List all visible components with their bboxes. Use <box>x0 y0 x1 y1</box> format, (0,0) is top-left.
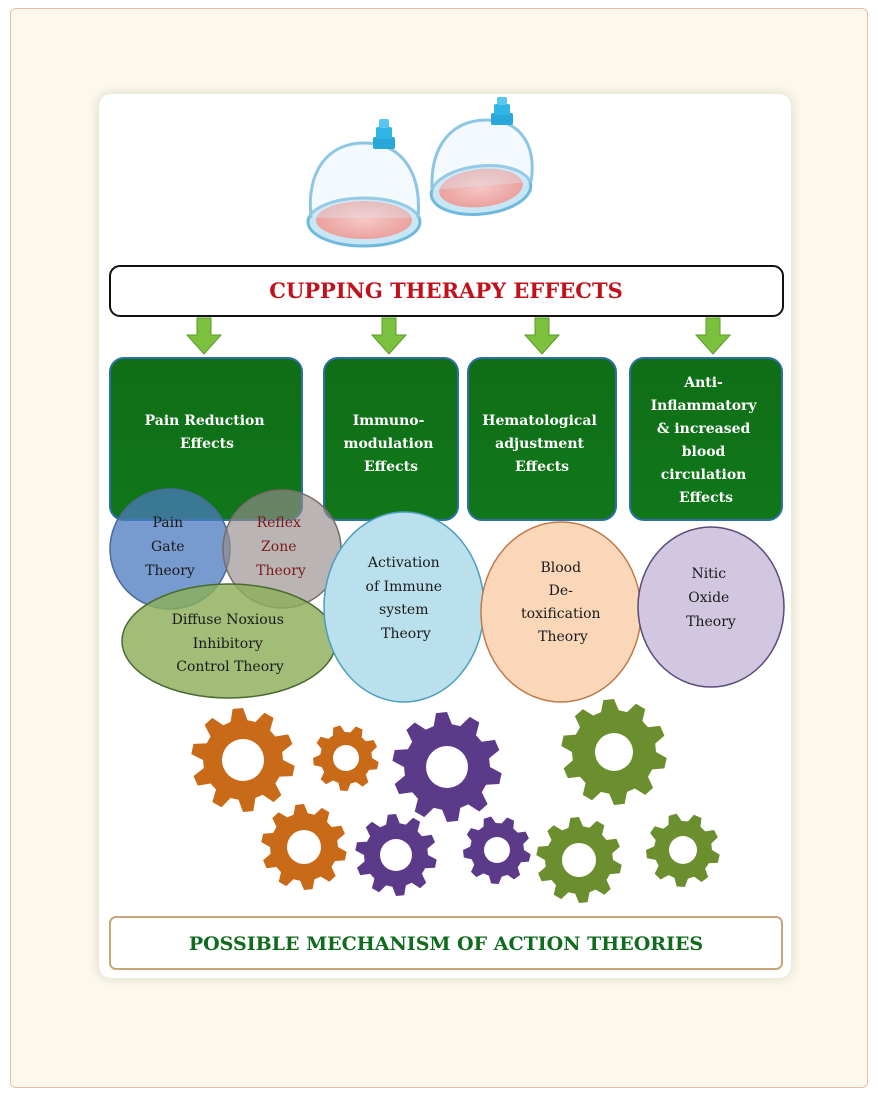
theory-label-pain-gate: Pain Gate Theory <box>145 515 195 579</box>
effect-label-anti-inflammatory: Anti- Inflammatory & increased blood cir… <box>651 375 762 506</box>
gear-hole <box>380 839 412 871</box>
gear-hole <box>333 745 359 771</box>
effect-boxes: Pain Reduction Effects Immuno- modulatio… <box>109 357 783 521</box>
title-box: CUPPING THERAPY EFFECTS <box>109 265 784 317</box>
theory-label-reflex-zone: Reflex Zone Theory <box>256 515 306 579</box>
cupping-cups-illustration <box>306 97 534 248</box>
gear-hole <box>484 837 510 863</box>
arrow-down-icon <box>370 317 408 355</box>
effect-label-immunomodulation: Immuno- modulation Effects <box>344 413 439 475</box>
theory-label-diffuse-noxious: Diffuse Noxious Inhibitory Control Theor… <box>172 612 289 675</box>
theory-label-blood-detox: Blood De- toxification Theory <box>521 560 605 645</box>
gears-illustration <box>191 699 720 903</box>
effect-label-pain-reduction: Pain Reduction Effects <box>145 413 270 452</box>
theory-circle-nitric-oxide <box>637 526 785 688</box>
gear-hole <box>287 830 321 864</box>
gear-hole <box>426 746 468 788</box>
arrow-down-icon <box>523 317 561 355</box>
gear-hole <box>669 836 697 864</box>
effect-box-hematological <box>467 357 617 521</box>
gear-hole <box>222 739 264 781</box>
bottom-box: POSSIBLE MECHANISM OF ACTION THEORIES <box>109 916 783 970</box>
arrow-down-icon <box>185 317 223 355</box>
theory-label-nitric-oxide: Nitic Oxide Theory <box>686 566 736 630</box>
bottom-title-text: POSSIBLE MECHANISM OF ACTION THEORIES <box>189 933 703 955</box>
title-text: CUPPING THERAPY EFFECTS <box>269 278 623 303</box>
cup-left-icon <box>306 119 422 248</box>
arrow-down-icon <box>694 317 732 355</box>
arrows <box>185 317 732 355</box>
theory-circles: Pain Gate Theory Reflex Zone Theory Diff… <box>109 488 785 703</box>
gear-hole <box>595 733 633 771</box>
effect-box-anti-inflammatory <box>629 357 783 521</box>
effect-label-hematological: Hematological adjustment Effects <box>482 413 601 475</box>
gear-hole <box>562 843 596 877</box>
theory-label-immune-activation: Activation of Immune system Theory <box>366 555 447 642</box>
cup-right-icon <box>429 97 534 216</box>
